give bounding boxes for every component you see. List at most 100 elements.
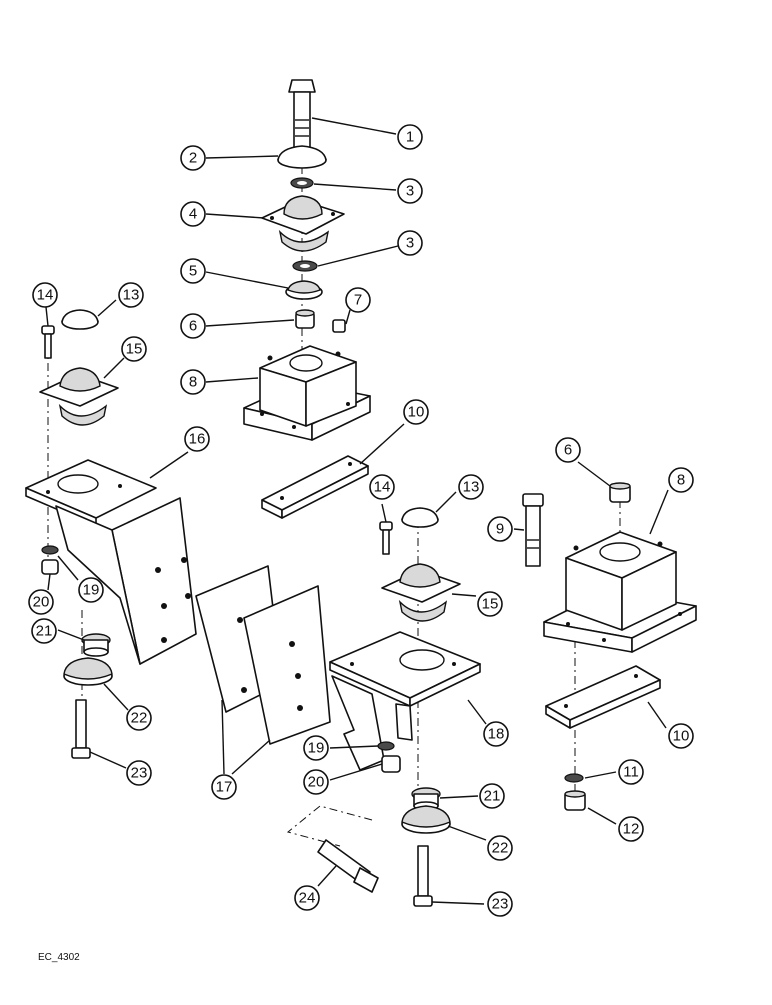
svg-text:19: 19 — [308, 740, 325, 757]
svg-text:10: 10 — [673, 728, 690, 745]
bracket-part-18 — [329, 631, 481, 771]
callout-14-left: 14 — [32, 282, 58, 308]
callout-22-center: 22 — [487, 835, 513, 861]
mount-block-part-8-left — [243, 345, 371, 441]
callout-20-center: 20 — [303, 769, 329, 795]
callout-13-center: 13 — [458, 474, 484, 500]
callout-8-right: 8 — [668, 467, 694, 493]
svg-text:22: 22 — [131, 710, 148, 727]
bolt-part-23-center — [413, 845, 433, 907]
callout-2: 2 — [180, 145, 206, 171]
callout-8-left: 8 — [180, 369, 206, 395]
svg-text:5: 5 — [189, 263, 197, 280]
washer-part-19-left — [41, 545, 59, 555]
washer-part-19-center — [377, 741, 395, 751]
bolt-part-9 — [522, 493, 544, 567]
svg-text:17: 17 — [216, 779, 233, 796]
svg-text:15: 15 — [126, 341, 143, 358]
callout-5: 5 — [180, 258, 206, 284]
svg-text:6: 6 — [189, 318, 197, 335]
cap-part-13-center — [401, 507, 439, 528]
callout-23-left: 23 — [126, 760, 152, 786]
callout-18: 18 — [483, 721, 509, 747]
callout-17: 17 — [211, 774, 237, 800]
svg-text:8: 8 — [189, 374, 197, 391]
svg-text:21: 21 — [484, 788, 501, 805]
mount-block-part-8-right — [543, 531, 697, 653]
svg-text:16: 16 — [189, 431, 206, 448]
cap-part-13-left — [61, 309, 99, 330]
plate-part-10-lower — [545, 665, 661, 729]
callout-10-lower: 10 — [668, 723, 694, 749]
nut-part-12 — [564, 790, 586, 811]
svg-text:8: 8 — [677, 472, 685, 489]
callout-15-left: 15 — [121, 336, 147, 362]
svg-text:23: 23 — [492, 896, 509, 913]
svg-text:3: 3 — [406, 235, 414, 252]
svg-text:10: 10 — [408, 404, 425, 421]
callout-1: 1 — [397, 124, 423, 150]
bolt-part-1 — [288, 79, 316, 149]
bolt-part-14-center — [379, 521, 393, 555]
callout-9: 9 — [487, 516, 513, 542]
figure-reference-code: EC_4302 — [38, 952, 80, 963]
callout-23-center: 23 — [487, 891, 513, 917]
callout-20-left: 20 — [28, 589, 54, 615]
rubber-mount-part-15-center — [381, 563, 461, 622]
callout-19-left: 19 — [78, 577, 104, 603]
nut-part-20-left — [41, 559, 59, 575]
svg-text:13: 13 — [463, 479, 480, 496]
callout-16: 16 — [184, 426, 210, 452]
callout-22-left: 22 — [126, 705, 152, 731]
svg-text:4: 4 — [189, 206, 197, 223]
callout-14-center: 14 — [369, 474, 395, 500]
callout-3-lower: 3 — [397, 230, 423, 256]
callout-6-upper: 6 — [180, 313, 206, 339]
bolt-part-14-left — [41, 325, 55, 359]
callout-21-left: 21 — [31, 618, 57, 644]
bracket-part-16 — [25, 459, 197, 665]
nut-part-6-upper — [295, 309, 315, 329]
sleeve-part-21-left — [81, 633, 111, 657]
callout-7: 7 — [345, 287, 371, 313]
nut-part-6-right — [609, 482, 631, 503]
bolt-part-23-left — [71, 699, 91, 759]
cup-washer-part-22-center — [401, 805, 451, 834]
svg-text:19: 19 — [83, 582, 100, 599]
washer-part-11 — [564, 773, 584, 783]
svg-text:13: 13 — [123, 287, 140, 304]
svg-text:12: 12 — [623, 821, 640, 838]
spacer-part-3-upper — [290, 177, 314, 189]
plate-part-10-upper — [261, 455, 369, 519]
spacer-part-3-lower — [292, 260, 318, 272]
washer-cap-part-2 — [277, 145, 327, 169]
svg-text:18: 18 — [488, 726, 505, 743]
svg-text:6: 6 — [564, 442, 572, 459]
callout-4: 4 — [180, 201, 206, 227]
washer-part-5 — [285, 280, 323, 300]
svg-text:1: 1 — [406, 129, 414, 146]
cup-washer-part-22-left — [63, 657, 113, 686]
svg-text:23: 23 — [131, 765, 148, 782]
svg-text:14: 14 — [374, 479, 391, 496]
rubber-mount-part-15-left — [39, 367, 119, 426]
callout-13-left: 13 — [118, 282, 144, 308]
svg-text:11: 11 — [623, 764, 639, 781]
shim-plates-part-17 — [195, 565, 331, 745]
callout-19-center: 19 — [303, 735, 329, 761]
svg-text:2: 2 — [189, 150, 197, 167]
nut-part-20-center — [381, 755, 401, 773]
svg-text:24: 24 — [299, 890, 316, 907]
svg-text:15: 15 — [482, 596, 499, 613]
callout-15-center: 15 — [477, 591, 503, 617]
svg-text:9: 9 — [496, 521, 504, 538]
callout-21-center: 21 — [479, 783, 505, 809]
callout-3-upper: 3 — [397, 178, 423, 204]
callout-12: 12 — [618, 816, 644, 842]
svg-text:14: 14 — [37, 287, 54, 304]
callout-6-right: 6 — [555, 437, 581, 463]
nut-part-7 — [332, 319, 346, 333]
callout-24: 24 — [294, 885, 320, 911]
